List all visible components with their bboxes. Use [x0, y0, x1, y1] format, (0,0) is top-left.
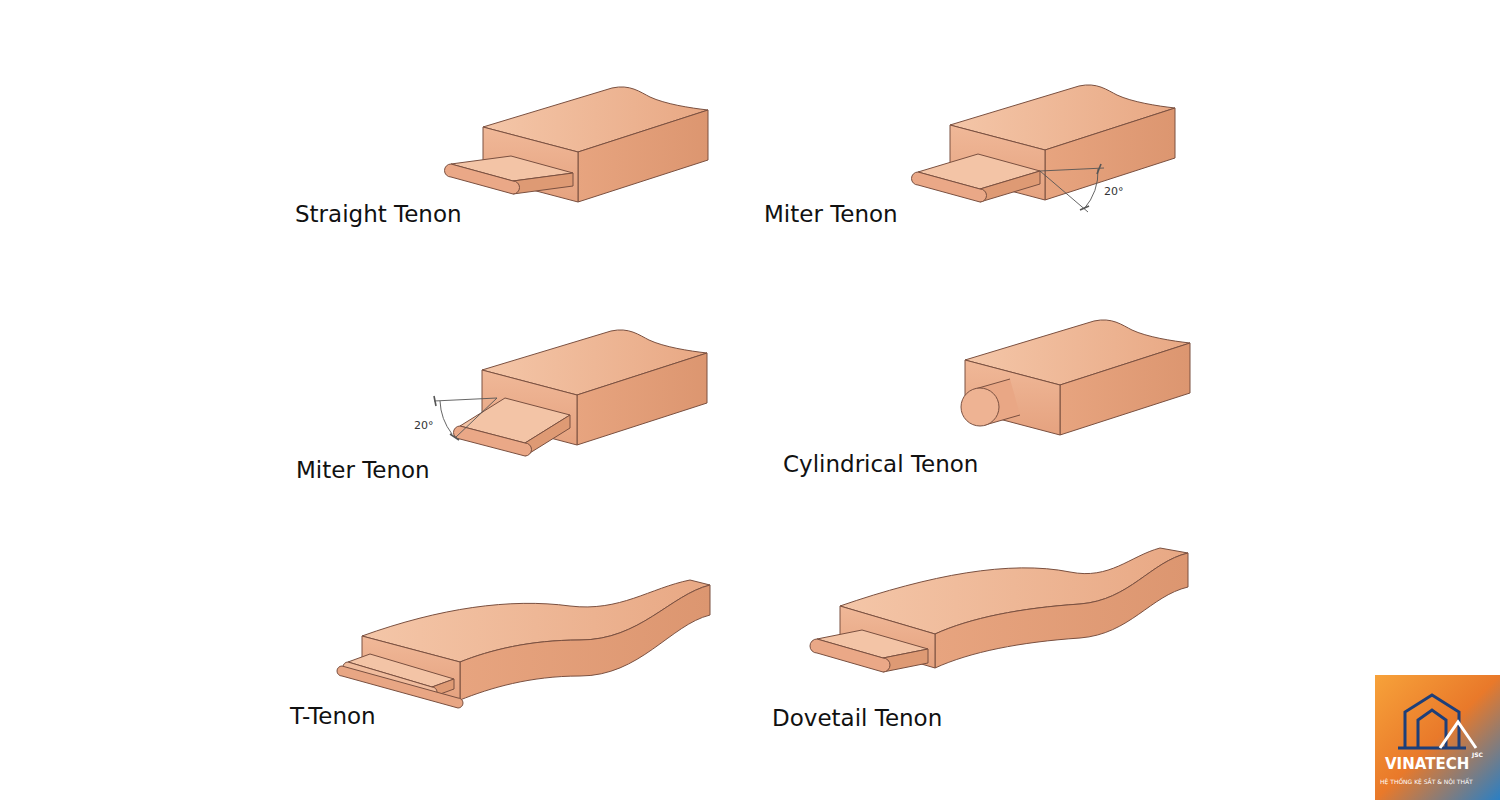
part-name: Miter Tenon	[764, 201, 898, 227]
cylindrical-tenon-figure	[961, 320, 1190, 435]
part-name: Dovetail Tenon	[772, 705, 942, 731]
part-name: T-Tenon	[290, 703, 376, 729]
watermark: VINATECH	[1385, 756, 1469, 773]
angle-dimension: 20°	[1104, 186, 1124, 199]
miter-tenon-figure	[912, 85, 1175, 202]
part-name: Miter Tenon	[296, 457, 430, 483]
dovetail-tenon-figure	[810, 548, 1188, 672]
part-name: Cylindrical Tenon	[783, 451, 978, 477]
straight-tenon-figure	[445, 87, 709, 202]
watermark: HỆ THỐNG KỆ SẮT & NỘI THẤT	[1380, 779, 1473, 786]
angle-mark	[434, 396, 497, 440]
part-name: Straight Tenon	[295, 201, 462, 227]
angle-dimension: 20°	[414, 420, 434, 433]
t-tenon-figure	[337, 580, 710, 708]
watermark-logo	[1375, 675, 1500, 800]
miter-tenon-figure	[454, 330, 708, 456]
angle-mark	[1040, 164, 1104, 212]
watermark: JSC	[1472, 752, 1483, 759]
